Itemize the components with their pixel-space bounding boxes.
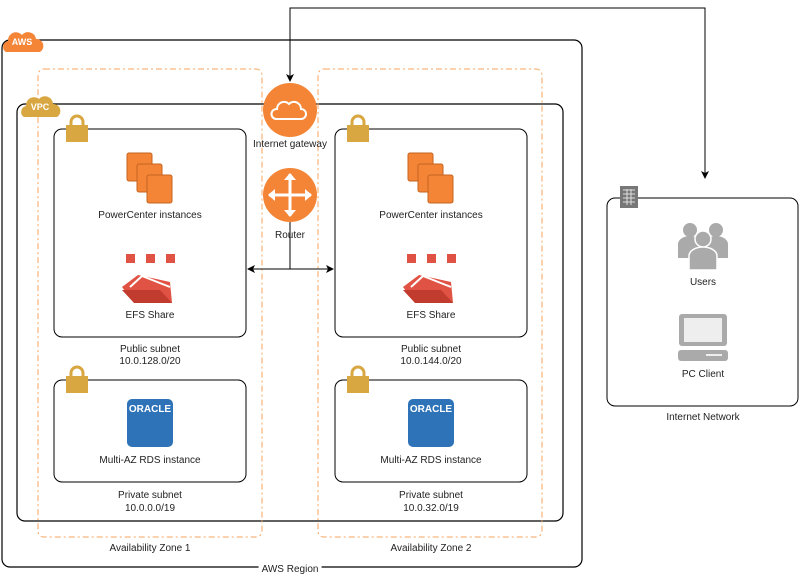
oracle-rds-icon (127, 399, 173, 447)
oracle-label: ORACLE (409, 404, 453, 415)
efs-label: EFS Share (406, 310, 456, 321)
aws-badge: AWS (11, 37, 33, 47)
lock-icon (345, 114, 371, 144)
public-subnet-1-box (53, 128, 247, 338)
vpc-badge: VPC (30, 102, 50, 112)
powercenter-instances-icon (126, 152, 173, 204)
powercenter-instances-icon (407, 152, 454, 204)
users-label: Users (689, 277, 717, 288)
instances-label: PowerCenter instances (379, 210, 483, 221)
private-subnet-1-box (53, 379, 247, 483)
public-subnet-name: Public subnet (119, 344, 181, 355)
internet-network-box (606, 197, 799, 407)
vpc-cloud-icon (21, 96, 61, 117)
pc-client-icon (678, 314, 728, 361)
oracle-label: ORACLE (128, 404, 172, 415)
oracle-rds-icon (408, 399, 454, 447)
private-subnet-cidr: 10.0.0.0/19 (124, 503, 176, 514)
internet-connector (289, 7, 709, 179)
public-subnet-cidr: 10.0.144.0/20 (400, 356, 462, 367)
efs-share-icon (403, 254, 456, 303)
lock-icon (64, 365, 90, 395)
availability-zone-label: Availability Zone 2 (390, 543, 472, 554)
internet-network-label: Internet Network (666, 412, 740, 423)
internet-gateway-label: Internet gateway (253, 139, 327, 150)
aws-cloud-icon (3, 32, 44, 52)
router-icon (263, 168, 317, 222)
rds-label: Multi-AZ RDS instance (380, 455, 482, 466)
availability-zone-label: Availability Zone 1 (109, 543, 191, 554)
availability-zone-1-box (37, 68, 263, 538)
users-icon (678, 223, 728, 271)
instances-label: PowerCenter instances (98, 210, 202, 221)
rds-label: Multi-AZ RDS instance (99, 455, 201, 466)
aws-region-label: AWS Region (258, 565, 322, 575)
lock-icon (64, 114, 90, 144)
internet-gateway-icon (263, 83, 317, 137)
router-label: Router (274, 230, 306, 241)
private-subnet-name: Private subnet (399, 490, 463, 501)
private-subnet-2-box (334, 379, 528, 483)
efs-label: EFS Share (125, 310, 175, 321)
public-subnet-cidr: 10.0.128.0/20 (119, 356, 181, 367)
public-subnet-name: Public subnet (400, 344, 462, 355)
availability-zone-2-box (317, 68, 543, 538)
pc-client-label: PC Client (681, 369, 725, 380)
building-icon (620, 186, 638, 208)
private-subnet-cidr: 10.0.32.0/19 (403, 503, 459, 514)
lock-icon (345, 365, 371, 395)
public-subnet-2-box (334, 128, 528, 338)
private-subnet-name: Private subnet (118, 490, 182, 501)
efs-share-icon (122, 254, 175, 303)
